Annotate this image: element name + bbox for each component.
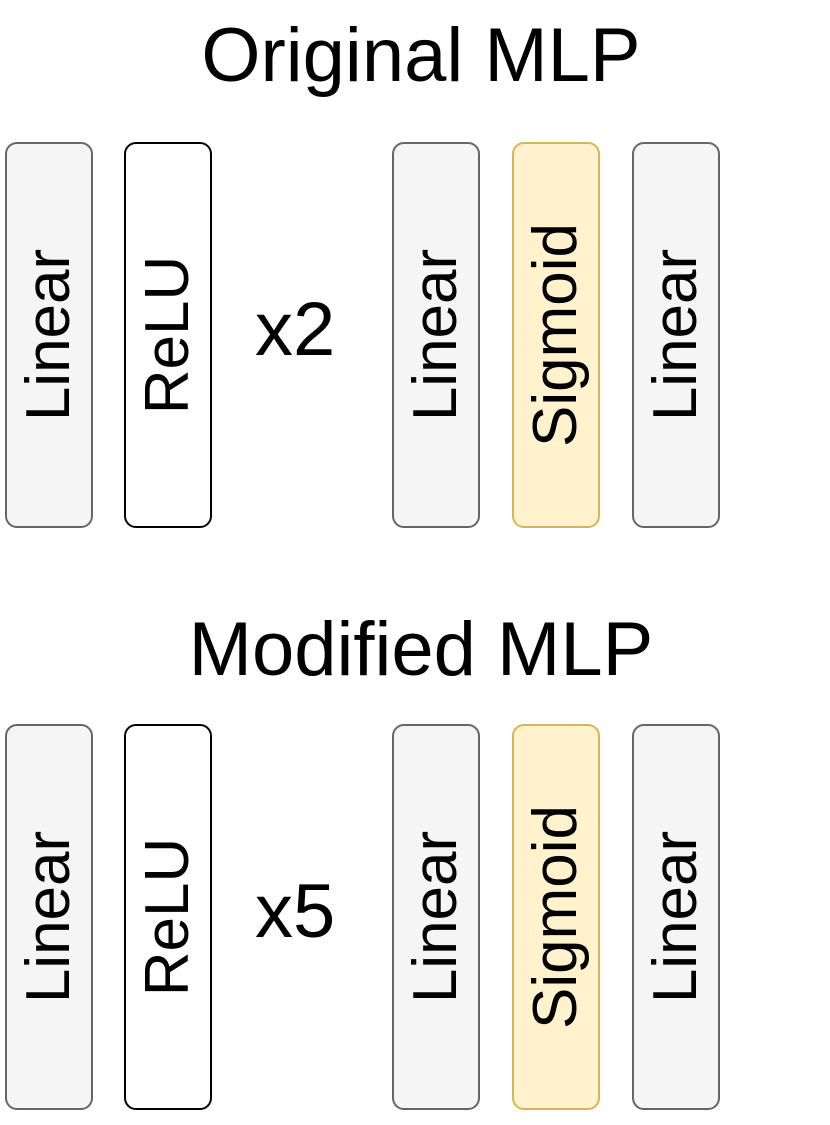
repeat-count: x5: [255, 869, 336, 954]
modified-mlp-diagram: Modified MLP Linear ReLU x5 Linear Sigmo…: [0, 582, 830, 1125]
block-label: Linear: [401, 830, 470, 1004]
block-label: Sigmoid: [521, 223, 590, 447]
repeat-count: x2: [255, 287, 336, 372]
linear-block: Linear: [5, 142, 93, 528]
block-label: Linear: [14, 248, 83, 422]
linear-block: Linear: [632, 142, 720, 528]
sigmoid-block: Sigmoid: [512, 724, 600, 1110]
block-label: Linear: [14, 830, 83, 1004]
block-label: ReLU: [133, 837, 202, 997]
relu-block: ReLU: [124, 724, 212, 1110]
linear-block: Linear: [632, 724, 720, 1110]
block-label: ReLU: [133, 255, 202, 415]
diagram-title: Original MLP: [201, 13, 641, 98]
linear-block: Linear: [392, 142, 480, 528]
original-mlp-diagram: Original MLP Linear ReLU x2 Linear Sigmo…: [0, 0, 830, 560]
linear-block: Linear: [5, 724, 93, 1110]
relu-block: ReLU: [124, 142, 212, 528]
block-label: Linear: [641, 830, 710, 1004]
linear-block: Linear: [392, 724, 480, 1110]
block-label: Sigmoid: [521, 805, 590, 1029]
diagram-title: Modified MLP: [188, 607, 654, 692]
block-label: Linear: [641, 248, 710, 422]
block-label: Linear: [401, 248, 470, 422]
sigmoid-block: Sigmoid: [512, 142, 600, 528]
